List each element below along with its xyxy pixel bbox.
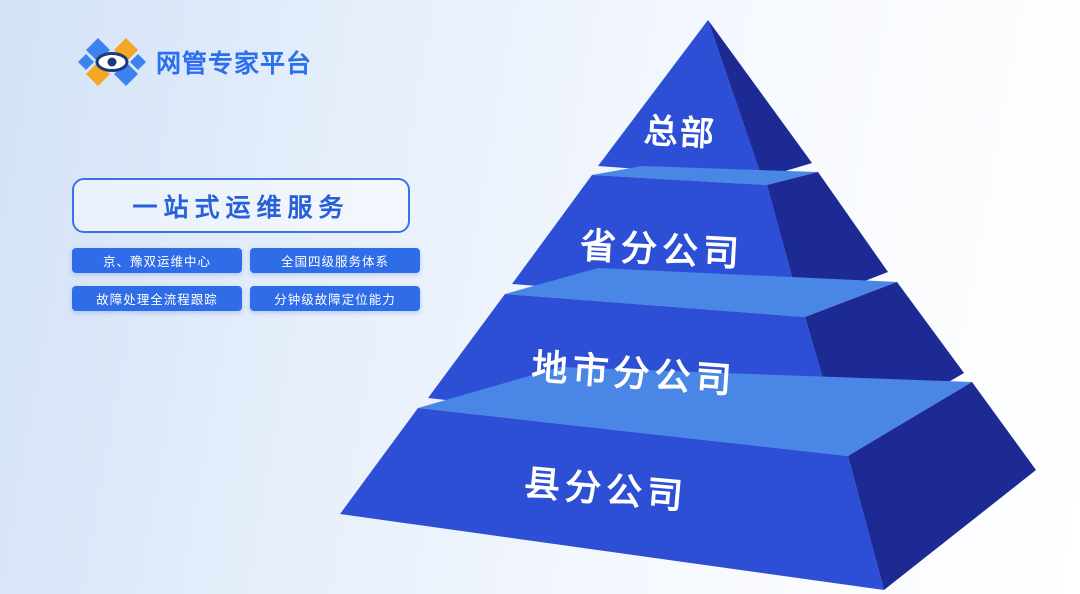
pyramid-level-4-front [340,408,884,590]
pyramid-level-1-side [708,20,812,178]
pyramid-level-2-top [592,166,818,185]
pyramid-level-1-front [598,20,762,178]
pyramid-level-4-top [418,367,972,456]
pyramid-label-province: 省分公司 [579,226,745,276]
headline-text: 一站式运维服务 [132,192,350,222]
feature-tag-fast-locating: 分钟级故障定位能力 [250,286,420,311]
feature-tag-full-tracking: 故障处理全流程跟踪 [72,286,242,311]
feature-tag-service-system: 全国四级服务体系 [250,248,420,273]
headline-box: 一站式运维服务 [72,178,410,233]
pyramid-level-4-side [848,382,1036,590]
x-shaped-eye-logo-icon [78,38,146,86]
pyramid-level-2-side [767,172,888,306]
pyramid-label-hq: 总部 [643,111,717,155]
brand-logo: 网管专家平台 [78,34,312,90]
brand-name: 网管专家平台 [156,49,313,78]
feature-tag-ops-centers: 京、豫双运维中心 [72,248,242,273]
pyramid-level-3-top [505,268,897,317]
